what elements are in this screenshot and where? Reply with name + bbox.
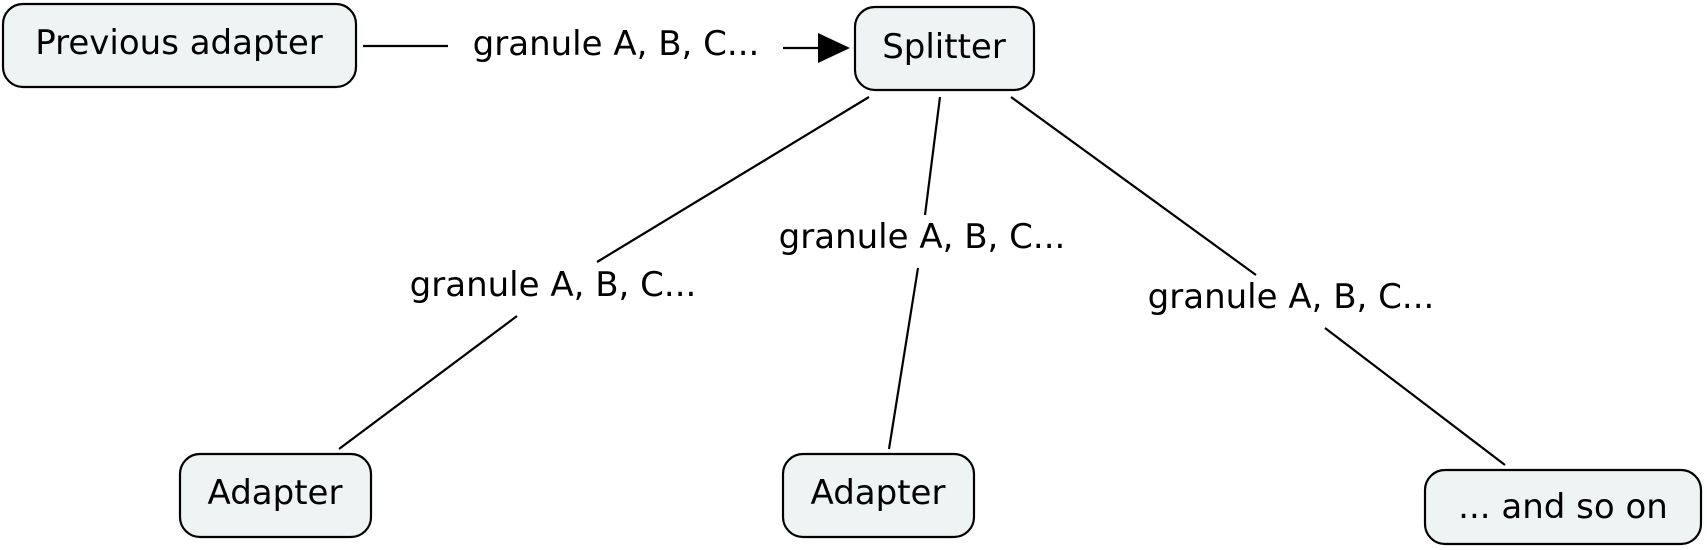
edge-line-left-lower: [338, 315, 518, 450]
edge-line-left-upper: [596, 96, 870, 263]
node-label-adapter-left: Adapter: [208, 473, 343, 513]
edge-label-splitter-to-right: granule A, B, C...: [1148, 277, 1435, 317]
node-splitter: Splitter: [853, 5, 1036, 92]
node-label-previous-adapter: Previous adapter: [35, 23, 323, 63]
node-box-and-so-on: [1423, 468, 1703, 546]
edge-line-middle-upper: [923, 96, 942, 216]
node-adapter-middle: Adapter: [781, 452, 976, 539]
edge-splitter-to-left-adapter: granule A, B, C...: [338, 96, 870, 450]
edge-previous-to-splitter: granule A, B, C...: [363, 24, 850, 64]
edge-line-right-upper: [1010, 96, 1257, 276]
node-box-adapter-left: [178, 452, 373, 539]
node-previous-adapter: Previous adapter: [1, 2, 358, 89]
edge-splitter-to-and-so-on: granule A, B, C...: [1010, 96, 1506, 466]
edge-label-splitter-to-middle: granule A, B, C...: [779, 217, 1066, 257]
node-box-adapter-middle: [781, 452, 976, 539]
edge-label-splitter-to-left: granule A, B, C...: [410, 265, 697, 305]
node-box-previous-adapter: [1, 2, 358, 89]
edge-label-previous-to-splitter: granule A, B, C...: [473, 24, 760, 64]
node-label-adapter-middle: Adapter: [811, 473, 946, 513]
node-box-splitter: [853, 5, 1036, 92]
arrowhead-icon: [818, 33, 850, 63]
edge-splitter-to-middle-adapter: granule A, B, C...: [779, 96, 1066, 450]
node-label-splitter: Splitter: [882, 27, 1006, 67]
node-and-so-on: ... and so on: [1423, 468, 1703, 546]
edge-line-right-lower: [1324, 327, 1506, 466]
node-label-and-so-on: ... and so on: [1458, 487, 1668, 527]
node-adapter-left: Adapter: [178, 452, 373, 539]
edge-line-middle-lower: [887, 267, 920, 450]
